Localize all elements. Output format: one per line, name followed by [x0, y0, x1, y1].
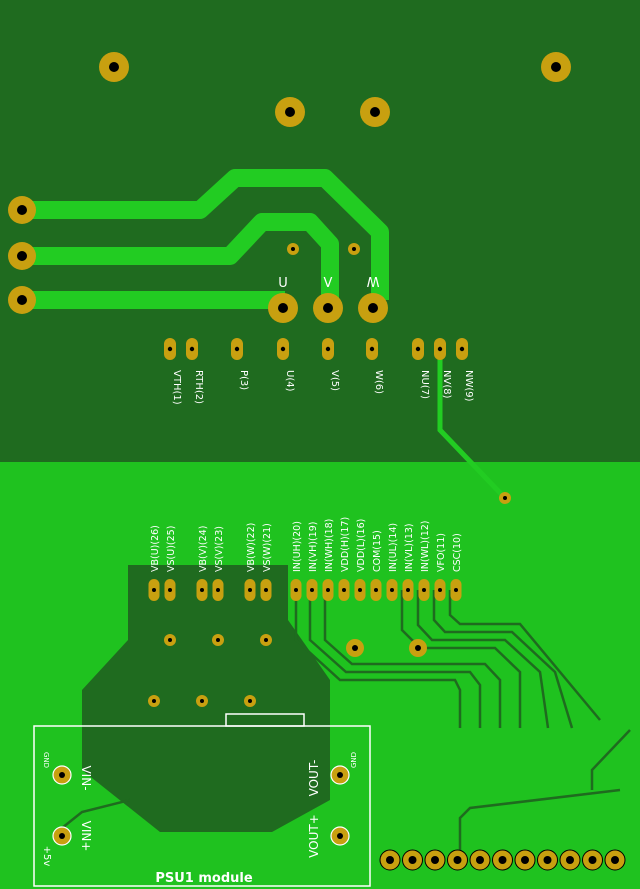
header-pad-hole [408, 856, 417, 864]
upper-pin-label: NV(8) [441, 370, 452, 399]
lower-pad-hole [248, 588, 252, 592]
header-pad-hole [611, 856, 619, 864]
lower-pad-hole [406, 588, 410, 592]
upper-pin-label: U(4) [284, 370, 295, 392]
lower-pin-label: IN(WH)(18) [324, 519, 335, 572]
header-pad-hole [453, 856, 462, 864]
lower-pin-label: COM(15) [372, 530, 383, 572]
upper-pin-label: NU(7) [419, 370, 430, 399]
upper-pin-labels: VTH(1) RTH(2) P(3) U(4) V(5) W(6) NU(7) NV(8) NW… [171, 370, 474, 405]
lower-pad-hole [294, 588, 298, 592]
header-pad-hole [521, 856, 529, 864]
upper-pad-hole [189, 346, 195, 352]
upper-pad-hole [369, 346, 375, 352]
upper-pad-hole [415, 346, 421, 352]
header-pad-hole [588, 856, 597, 864]
lower-pad-hole [310, 588, 314, 592]
lower-pin-label: VS(V)(23) [214, 526, 225, 572]
upper-pin-label: V(5) [329, 370, 340, 391]
lower-pin-label: VB(W)(22) [246, 523, 257, 572]
psu-plus-5v: +5v [41, 846, 52, 867]
psu-vin-minus: VIN- [79, 765, 93, 790]
lower-pin-label: VS(W)(21) [262, 523, 273, 572]
psu-vout-minus: VOUT- [307, 760, 321, 797]
header-pad-hole [566, 856, 574, 864]
label-w: W [366, 273, 379, 288]
lower-pad-hole [342, 588, 346, 592]
upper-pin-label: VTH(1) [171, 370, 182, 405]
lower-pin-label: VS(U)(25) [166, 526, 177, 572]
label-v: V [324, 276, 333, 291]
lower-pad-hole [200, 588, 204, 592]
lower-pin-label: VDD(L)(16) [356, 519, 367, 572]
upper-pin-label: W(6) [373, 370, 384, 394]
upper-pad-hole [167, 346, 173, 352]
psu-title: PSU1 module [155, 871, 253, 886]
upper-pin-label: NW(9) [463, 370, 474, 402]
upper-pad-hole [459, 346, 465, 352]
header-pad-hole [498, 856, 507, 864]
lower-pad-hole [438, 588, 442, 592]
lower-pad-hole [374, 588, 378, 592]
header-pad-hole [543, 856, 552, 864]
header-pad-hole [476, 856, 484, 864]
lower-pin-label: IN(VL)(13) [404, 523, 415, 572]
nv-trace [437, 350, 507, 500]
power-traces [22, 169, 389, 309]
lower-pad-hole [216, 588, 220, 592]
upper-pad-hole [280, 346, 286, 352]
lower-pin-pads [148, 579, 462, 601]
signal-traces [61, 590, 631, 860]
mounting-pads [8, 52, 571, 504]
lower-pad-hole [152, 588, 156, 592]
lower-pin-label: VB(V)(24) [198, 526, 209, 572]
lower-pin-label: IN(UL)(14) [388, 523, 399, 572]
psu-pads [52, 765, 350, 846]
upper-pin-label: P(3) [238, 370, 249, 390]
upper-pin-label: RTH(2) [193, 370, 204, 404]
header-pad-hole [431, 856, 439, 864]
psu-gnd-right: GND [350, 752, 358, 768]
upper-pad-hole [437, 346, 443, 352]
lower-pin-label: IN(UH)(20) [292, 521, 303, 572]
psu-vout-plus: VOUT+ [307, 814, 321, 858]
lower-pad-hole [422, 588, 426, 592]
lower-pin-label: VFO(11) [436, 533, 447, 572]
upper-pad-hole [325, 346, 331, 352]
header-connector-pads [379, 849, 626, 871]
lower-pad-hole [390, 588, 394, 592]
upper-pad-hole [234, 346, 240, 352]
inner-pads [148, 634, 427, 707]
psu-module-outline [33, 713, 371, 887]
upper-pin-pads [164, 338, 468, 360]
lower-pad-hole [264, 588, 268, 592]
header-pad-hole [386, 856, 394, 864]
lower-pin-label: VDD(H)(17) [340, 517, 351, 572]
lower-pin-label: VB(U)(26) [150, 525, 161, 572]
lower-pad-hole [168, 588, 172, 592]
lower-pin-label: IN(WL)(12) [420, 520, 431, 572]
lower-pad-hole [454, 588, 458, 592]
lower-pad-hole [358, 588, 362, 592]
lower-pin-label: IN(VH)(19) [308, 522, 319, 572]
psu-vin-plus: VIN+ [79, 821, 93, 852]
label-u: U [278, 276, 288, 291]
psu-gnd-left: GND [42, 752, 50, 768]
lower-pin-label: CSC(10) [452, 533, 463, 572]
lower-pad-hole [326, 588, 330, 592]
lower-pin-labels: VB(U)(26) VS(U)(25) VB(V)(24) VS(V)(23) VB(W… [150, 517, 463, 572]
